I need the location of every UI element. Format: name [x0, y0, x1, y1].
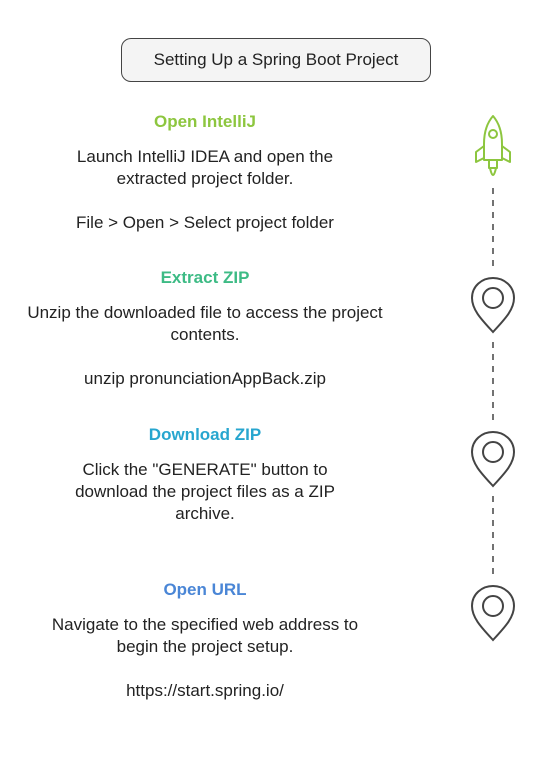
- step-description: Unzip the downloaded file to access the …: [27, 303, 383, 344]
- step-heading: Open URL: [163, 580, 247, 599]
- location-pin-icon: [470, 584, 516, 642]
- step-open-url: Open URL Navigate to the specified web a…: [22, 580, 388, 702]
- step-extract-zip: Extract ZIP Unzip the downloaded file to…: [22, 268, 388, 390]
- step-detail: File > Open > Select project folder: [76, 213, 334, 232]
- step-detail: https://start.spring.io/: [126, 681, 284, 700]
- step-heading: Open IntelliJ: [153, 112, 257, 131]
- step-open-intellij: Open IntelliJ Launch IntelliJ IDEA and o…: [22, 112, 388, 234]
- step-heading: Extract ZIP: [160, 268, 250, 287]
- location-pin-icon: [470, 430, 516, 488]
- diagram-title: Setting Up a Spring Boot Project: [121, 38, 431, 82]
- rocket-icon: [475, 115, 511, 176]
- step-description: Navigate to the specified web address to…: [51, 615, 359, 656]
- step-description: Launch IntelliJ IDEA and open the extrac…: [76, 147, 334, 188]
- location-pin-icon: [470, 276, 516, 334]
- step-download-zip: Download ZIP Click the "GENERATE" button…: [22, 425, 388, 525]
- step-heading: Download ZIP: [148, 425, 262, 444]
- step-detail: unzip pronunciationAppBack.zip: [84, 369, 326, 388]
- timeline: [470, 115, 516, 642]
- step-description: Click the "GENERATE" button to download …: [75, 460, 335, 523]
